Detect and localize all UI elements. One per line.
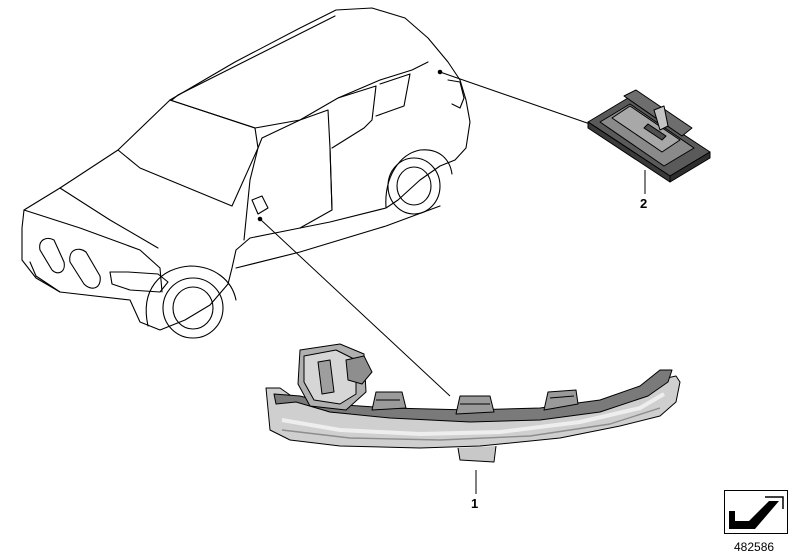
car-illustration [21,7,471,339]
callout-number-2: 2 [640,196,648,211]
mirror-turn-signal [265,343,681,463]
license-plate-light [587,89,711,183]
leader-lines [257,69,646,494]
folded-corner-arrow-icon [724,490,788,534]
reference-number: 482586 [734,540,775,554]
callout-number-1: 1 [471,496,479,511]
